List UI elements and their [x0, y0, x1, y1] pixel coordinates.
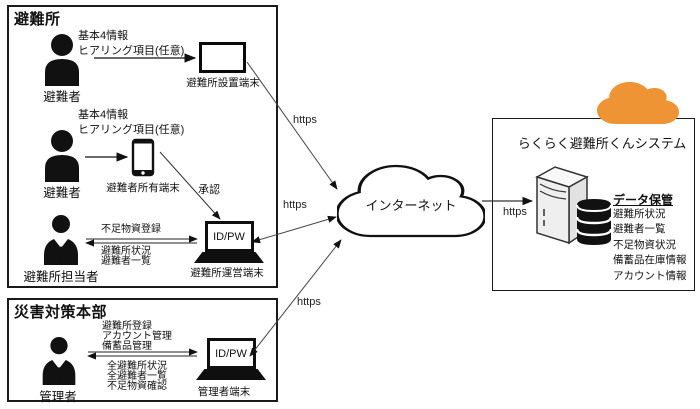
- database-icon: [575, 199, 613, 245]
- system-box: [492, 118, 695, 291]
- monitor-icon: [199, 42, 246, 73]
- business-person-icon: [42, 337, 76, 385]
- terminal-to-admin-label: 全避難所状況 全避難者一覧 不足物資確認: [107, 361, 167, 392]
- approval-label: 承認: [198, 184, 220, 196]
- system-title: らくらく避難所くんシステム: [517, 136, 687, 151]
- evacuee-mid-note: 基本4情報 ヒアリング項目(任意): [78, 109, 185, 136]
- staff-to-terminal-label: 不足物資登録: [101, 224, 161, 235]
- admin-terminal-screen: ID/PW: [206, 338, 256, 369]
- business-person-icon: [44, 215, 78, 265]
- laptop-icon: ID/PW: [196, 338, 266, 380]
- https-top-label: https: [293, 114, 317, 126]
- laptop-base: [196, 369, 266, 380]
- evacuee-mid-label: 避難者: [43, 186, 81, 200]
- evacuee-top-label: 避難者: [43, 90, 81, 104]
- ops-terminal-screen: ID/PW: [204, 221, 254, 252]
- laptop-icon: ID/PW: [194, 221, 264, 263]
- personal-phone-label: 避難者所有端末: [106, 182, 180, 194]
- storage-items: 避難所状況 避難者一覧 不足物資状況 備蓄品在庫情報 アカウント情報: [613, 208, 687, 282]
- cloud-outline-icon: [337, 164, 485, 238]
- person-icon: [45, 130, 79, 182]
- internet-cloud: インターネット: [337, 161, 485, 241]
- hq-box-title: 災害対策本部: [14, 304, 108, 321]
- ops-terminal-label: 避難所運営端末: [190, 267, 264, 279]
- person-icon: [45, 34, 79, 86]
- cloud-icon: [597, 82, 679, 124]
- https-right-label: https: [503, 206, 527, 218]
- terminal-to-staff-label: 避難所状況 避難者一覧: [101, 246, 151, 267]
- staff-label: 避難所担当者: [23, 270, 99, 284]
- kiosk-terminal-label: 避難所設置端末: [186, 77, 260, 89]
- smartphone-icon: [131, 138, 155, 177]
- https-bottom-label: https: [297, 296, 321, 308]
- admin-label: 管理者: [39, 390, 77, 404]
- laptop-base: [194, 252, 264, 263]
- internet-label: インターネット: [365, 198, 457, 213]
- shelter-box-title: 避難所: [14, 11, 61, 28]
- evacuee-top-note: 基本4情報 ヒアリング項目(任意): [78, 30, 185, 57]
- https-middle-label: https: [283, 199, 307, 211]
- storage-title: データ保管: [613, 193, 674, 207]
- admin-to-terminal-label: 避難所登録 アカウント管理 備蓄品管理: [102, 321, 172, 352]
- admin-terminal-label: 管理者端末: [197, 386, 251, 398]
